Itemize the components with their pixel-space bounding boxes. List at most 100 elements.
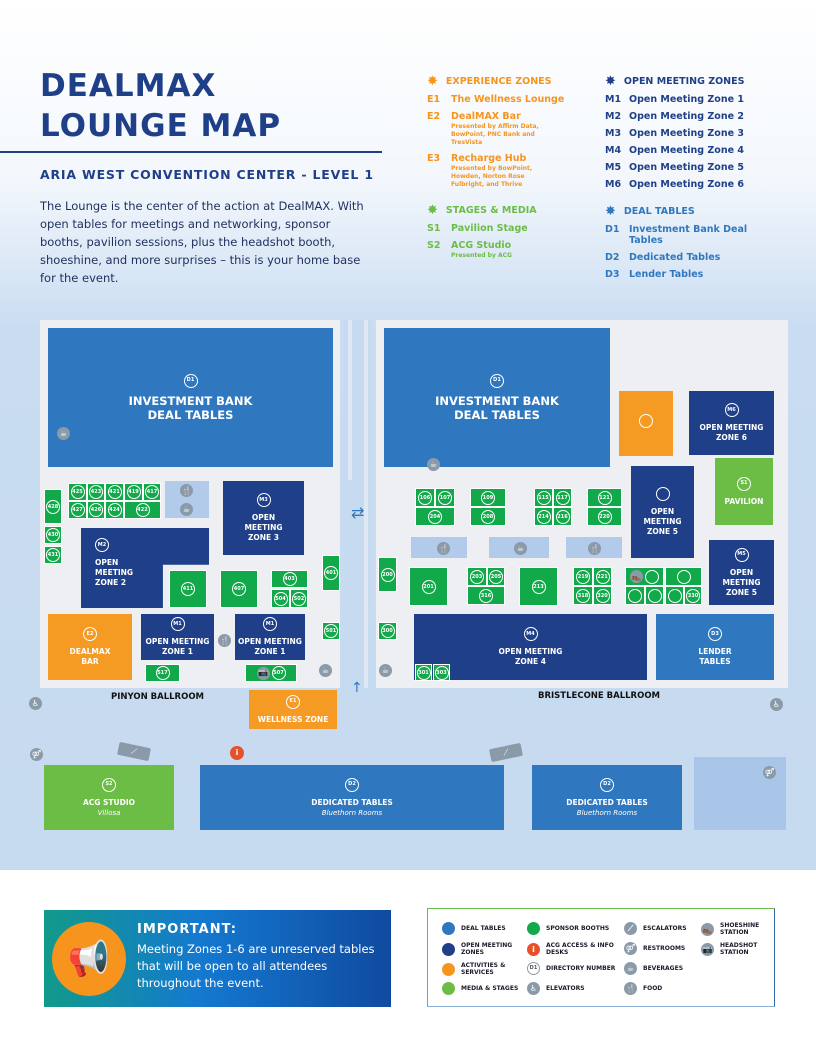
sponsor-booth-201[interactable]: 201 bbox=[409, 567, 448, 606]
directory-number: M1 bbox=[170, 617, 185, 631]
sponsor-booth-205[interactable]: 205 bbox=[487, 567, 505, 586]
venue-subtitle: ARIA WEST CONVENTION CENTER - LEVEL 1 bbox=[40, 167, 374, 182]
sponsor-booth-303[interactable]: 303 bbox=[433, 664, 450, 681]
booth-number: 318 bbox=[576, 588, 590, 603]
sponsor-booth-407[interactable]: 407 bbox=[220, 570, 258, 608]
zone-label: ZONE 3 bbox=[247, 533, 280, 542]
zone-unlabeled-activity[interactable] bbox=[619, 391, 673, 456]
sponsor-booth-411[interactable]: 411 bbox=[169, 570, 207, 608]
sponsor-booth-208[interactable]: 208 bbox=[470, 507, 506, 526]
key-label: ELEVATORS bbox=[546, 985, 585, 992]
legend-code: M1 bbox=[605, 94, 622, 105]
zone-label: OPEN MEETING bbox=[238, 637, 302, 646]
sponsor-booth[interactable] bbox=[665, 567, 702, 586]
sponsor-booth[interactable] bbox=[645, 586, 664, 605]
booth-number: 425 bbox=[70, 485, 85, 499]
sponsor-booth-425[interactable]: 425 bbox=[68, 483, 87, 501]
legend-code: M5 bbox=[605, 162, 622, 173]
sponsor-booth-320[interactable]: 320 bbox=[593, 586, 612, 605]
sponsor-booth-318[interactable]: 318 bbox=[573, 586, 593, 605]
zone-label: MEETING bbox=[643, 517, 682, 526]
sponsor-booth-502[interactable]: 502 bbox=[290, 589, 308, 608]
sponsor-booth-213[interactable]: 213 bbox=[519, 567, 558, 606]
sponsor-booth-220[interactable]: 220 bbox=[587, 507, 622, 526]
sponsor-booth-221[interactable]: 221 bbox=[593, 567, 612, 586]
sponsor-booth-214[interactable]: 214 bbox=[534, 507, 553, 526]
sponsor-booth-401[interactable]: 401 bbox=[322, 555, 340, 591]
meeting-zones-swatch bbox=[442, 942, 455, 956]
sponsor-booth-419[interactable]: 419 bbox=[124, 483, 143, 501]
sponsor-booth-203[interactable]: 203 bbox=[467, 567, 487, 586]
sponsor-booth-121[interactable]: 121 bbox=[587, 488, 622, 507]
sponsor-booth-117[interactable]: 117 bbox=[553, 488, 572, 507]
booth-number: 426 bbox=[89, 503, 103, 517]
booth-number: 422 bbox=[135, 503, 150, 517]
legend-code: M2 bbox=[605, 111, 622, 122]
directory-number: E1 bbox=[286, 694, 300, 709]
sponsor-booth-316[interactable]: 316 bbox=[467, 586, 505, 605]
zone-label: MEETING bbox=[722, 577, 761, 587]
sponsor-booth-417[interactable]: 417 bbox=[143, 483, 161, 501]
sponsor-booth[interactable] bbox=[665, 586, 684, 605]
sponsor-booth-300[interactable]: 300 bbox=[378, 622, 397, 640]
sponsor-booth-423[interactable]: 423 bbox=[87, 483, 105, 501]
sponsor-booth-501[interactable]: 501 bbox=[322, 622, 340, 640]
sponsor-booth-204[interactable]: 204 bbox=[415, 507, 455, 526]
sponsor-booth-200[interactable]: 200 bbox=[378, 557, 397, 592]
sponsor-booth-431[interactable]: 431 bbox=[44, 546, 62, 564]
sponsor-booth-330[interactable]: 330 bbox=[684, 586, 702, 605]
sponsor-booth[interactable] bbox=[625, 586, 645, 605]
sponsor-booth-403[interactable]: 403 bbox=[271, 570, 308, 588]
sponsor-booth-430[interactable]: 430 bbox=[44, 526, 62, 544]
sponsor-booth-216[interactable]: 216 bbox=[553, 507, 572, 526]
sponsor-booth-106[interactable]: 106 bbox=[415, 488, 435, 507]
sponsor-booth-422[interactable]: 422 bbox=[124, 501, 161, 519]
zone-label: BAR bbox=[81, 657, 99, 666]
legend-code: D1 bbox=[605, 224, 620, 235]
sponsor-booth-219[interactable]: 219 bbox=[573, 567, 593, 586]
sponsor-booth-504[interactable]: 504 bbox=[271, 589, 290, 608]
sponsor-booth-107[interactable]: 107 bbox=[435, 488, 455, 507]
sponsor-booth-517[interactable]: 517 bbox=[145, 664, 180, 682]
sponsor-booth-428[interactable]: 428 bbox=[44, 489, 62, 524]
booth-number bbox=[676, 569, 691, 584]
booth-number: 423 bbox=[89, 485, 103, 499]
two-way-arrow-icon: ⇄ bbox=[351, 503, 365, 522]
legend-name: Investment Bank Deal Tables bbox=[629, 224, 748, 246]
sponsor-booth-507[interactable]: 📷507 bbox=[245, 664, 297, 682]
sponsor-booth-115[interactable]: 115 bbox=[534, 488, 553, 507]
sponsor-booth[interactable]: 👞 bbox=[625, 567, 664, 586]
sponsor-booth-426[interactable]: 426 bbox=[87, 501, 105, 519]
directory-number: D3 bbox=[708, 627, 722, 641]
sponsor-booth-424[interactable]: 424 bbox=[105, 501, 124, 519]
legend-code: D2 bbox=[605, 252, 620, 263]
sponsor-booth-301[interactable]: 301 bbox=[415, 664, 432, 681]
sponsor-booth-109[interactable]: 109 bbox=[470, 488, 506, 507]
headshot-icon: 📷 bbox=[701, 942, 714, 956]
sponsor-booth-427[interactable]: 427 bbox=[68, 501, 87, 519]
deal-tables-swatch bbox=[442, 922, 455, 935]
legend-name: Open Meeting Zone 3 bbox=[629, 128, 744, 139]
booth-number bbox=[667, 588, 682, 603]
sponsor-booth-421[interactable]: 421 bbox=[105, 483, 124, 501]
